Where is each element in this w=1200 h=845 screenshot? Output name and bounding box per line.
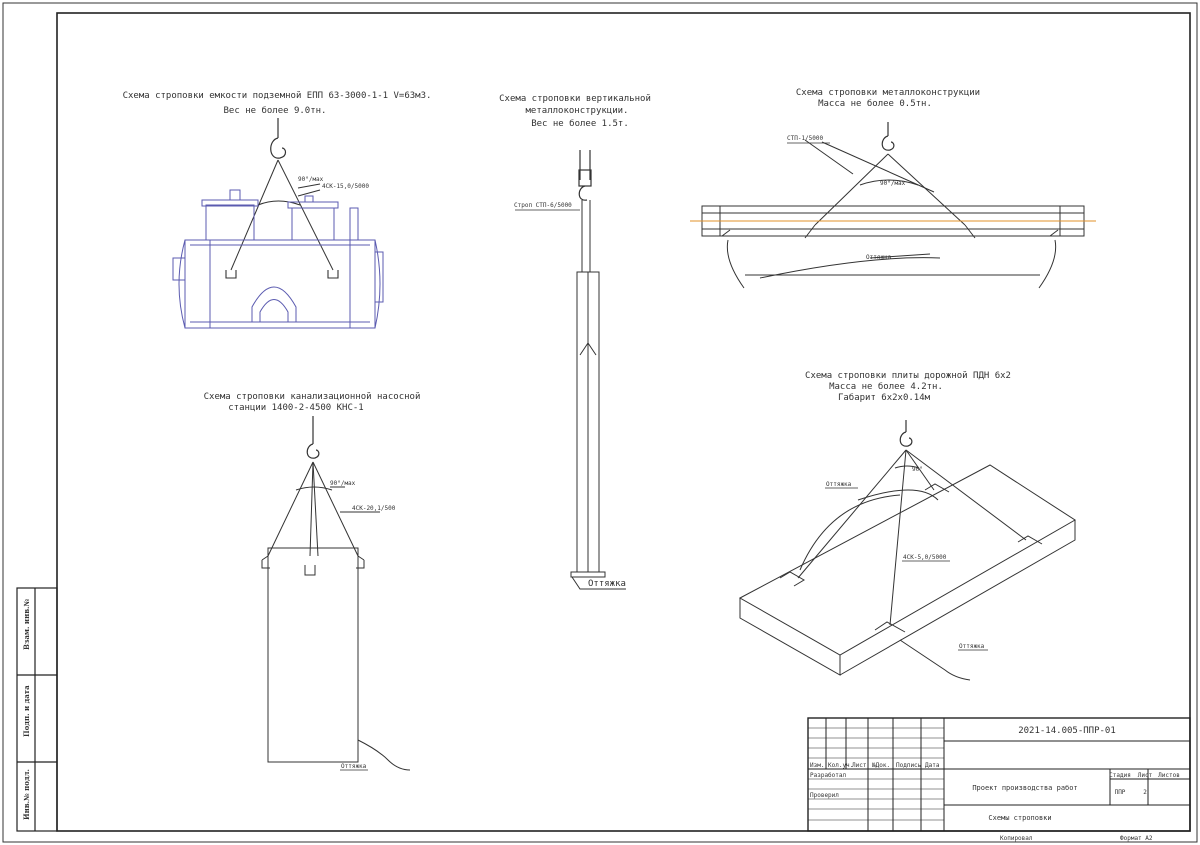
pump-body <box>261 547 365 763</box>
pump-slings <box>267 461 380 557</box>
tank-scheme: Схема строповки емкости подземной ЕПП 63… <box>123 91 432 329</box>
format-label: Формат А2 <box>1120 835 1153 842</box>
pump-hook-icon <box>306 416 320 459</box>
pump-guy-line <box>357 739 411 771</box>
pump-title2: станции 1400-2-4500 КНС-1 <box>228 403 363 413</box>
tank-hook-icon <box>270 118 287 159</box>
checked-label: Проверил <box>810 792 839 799</box>
column-title2: металлоконструкции. <box>526 106 629 116</box>
sheet-number: 2 <box>1143 789 1147 796</box>
column-guy: Оттяжка <box>588 579 626 589</box>
developed-label: Разработал <box>810 772 847 779</box>
col-doc: №Док. <box>872 762 890 769</box>
slab-size: Габарит 6х2х0.14м <box>838 392 931 403</box>
column-sling: Строп СТП-6/5000 <box>514 202 572 209</box>
stage-header: Стадия <box>1109 772 1131 779</box>
slab-guy: Оттяжка <box>826 481 852 488</box>
slab-hook-icon <box>899 420 913 447</box>
copied-label: Копировал <box>1000 835 1033 842</box>
slab-body <box>738 464 1076 676</box>
stamp-replace-inv: Взам. инв.№ <box>22 599 31 650</box>
sheet-code: 2021-14.005-ППР-01 <box>1018 726 1116 736</box>
beam-guys <box>726 239 1057 289</box>
col-count: Кол.уч. <box>828 762 853 769</box>
slab-guy-line <box>899 639 971 681</box>
slab-slings <box>797 449 1027 626</box>
stamp-sign-date: Подп. и дата <box>22 685 31 737</box>
slab-guy-2: Оттяжка <box>959 643 985 650</box>
slab-scheme: Схема строповки плиты дорожной ПДН 6х2 М… <box>738 371 1076 681</box>
slab-weight: Масса не более 4.2тн. <box>829 381 943 392</box>
beam-title: Схема строповки металлоконструкции <box>796 88 980 98</box>
beam-hook-icon <box>881 122 895 151</box>
pump-guy: Оттяжка <box>341 763 367 770</box>
sheet-title: Схемы строповки <box>988 814 1051 822</box>
column-scheme: Схема строповки вертикальной металлоконс… <box>499 94 651 590</box>
tank-sling: 4СК-15,0/5000 <box>322 183 369 190</box>
inner-frame <box>56 12 1191 832</box>
tank-weight: Вес не более 9.0тн. <box>224 105 327 116</box>
pump-title: Схема строповки канализационной насосной <box>204 392 421 402</box>
sheet-header: Лист <box>1138 772 1153 779</box>
sheets-header: Листов <box>1158 772 1180 779</box>
pump-sling: 4СК-20,1/500 <box>352 505 396 512</box>
pump-scheme: Схема строповки канализационной насосной… <box>204 392 421 771</box>
beam-guy: Оттяжка <box>866 254 892 261</box>
stage-value: ППР <box>1115 789 1126 796</box>
col-change: Изм. <box>810 762 824 769</box>
beam-slings <box>804 139 976 239</box>
tank-angle: 90°/мах <box>298 176 324 183</box>
column-hook-icon <box>578 150 592 201</box>
column-weight: Вес не более 1.5т. <box>531 118 629 129</box>
stamp-inv-orig: Инв.№ подл. <box>22 769 31 820</box>
tank-shackles <box>225 270 339 279</box>
side-stamp <box>16 587 58 832</box>
beam-angle: 90°/мах <box>880 180 906 187</box>
col-date: Дата <box>925 762 940 769</box>
title-block <box>807 717 1191 832</box>
pump-angle: 90°/мах <box>330 480 356 487</box>
slab-angle: 90° <box>912 466 923 473</box>
beam-scheme: Схема строповки металлоконструкции Масса… <box>690 88 1096 289</box>
slab-sling: 4СК-5,0/5000 <box>903 554 947 561</box>
column-body <box>570 200 626 590</box>
beam-sling: СТП-1/5000 <box>787 135 824 142</box>
project-title: Проект производства работ <box>972 784 1077 792</box>
slab-title: Схема строповки плиты дорожной ПДН 6х2 <box>805 371 1011 381</box>
tank-title: Схема строповки емкости подземной ЕПП 63… <box>123 91 432 101</box>
beam-weight: Масса не более 0.5тн. <box>818 98 932 109</box>
col-sheet: Лист <box>852 762 867 769</box>
tank-body <box>172 189 384 329</box>
column-title: Схема строповки вертикальной <box>499 94 651 104</box>
col-sign: Подпись <box>896 762 922 769</box>
